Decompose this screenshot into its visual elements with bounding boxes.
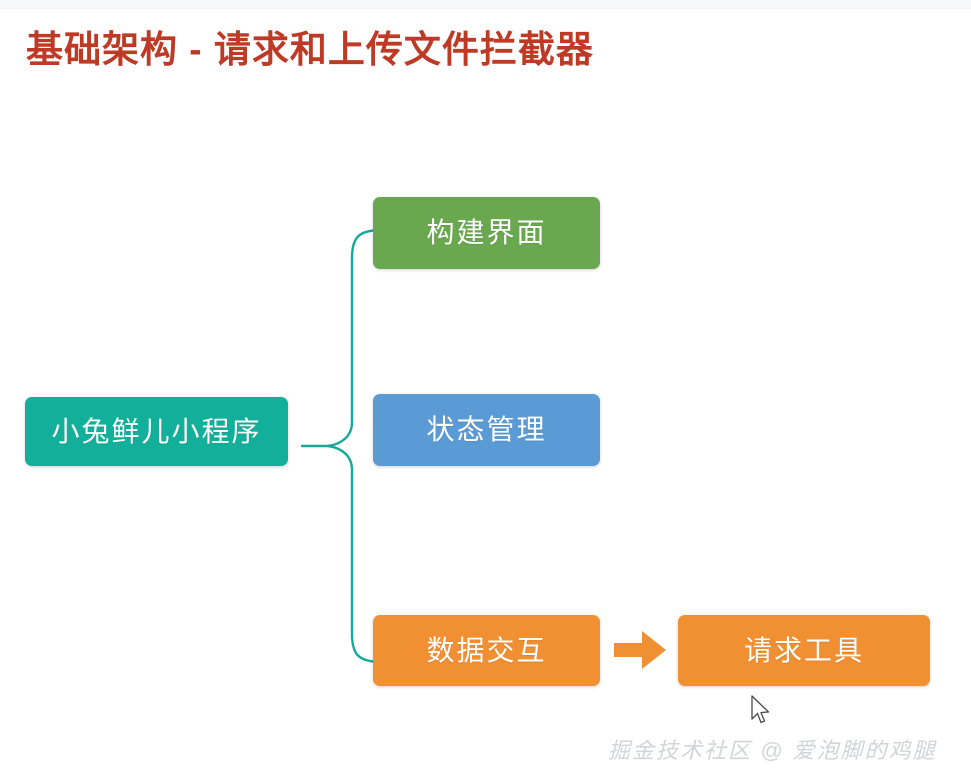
top-edge-band <box>0 0 971 9</box>
page-title: 基础架构 - 请求和上传文件拦截器 <box>26 29 594 70</box>
mouse-pointer-icon <box>751 695 770 724</box>
node-root-label: 小兔鲜儿小程序 <box>51 415 262 447</box>
node-branch-build-ui[interactable]: 构建界面 <box>373 197 600 269</box>
curly-brace-connector <box>300 228 384 664</box>
node-branch-build-ui-label: 构建界面 <box>426 217 547 248</box>
node-leaf-request-tool-label: 请求工具 <box>743 634 864 666</box>
node-branch-state-management[interactable]: 状态管理 <box>373 394 600 466</box>
node-leaf-request-tool[interactable]: 请求工具 <box>678 615 930 686</box>
node-branch-data-interaction-label: 数据交互 <box>426 634 547 666</box>
right-arrow-icon <box>614 631 666 669</box>
node-root-miniprogram[interactable]: 小兔鲜儿小程序 <box>25 397 288 466</box>
node-branch-data-interaction[interactable]: 数据交互 <box>373 615 600 686</box>
watermark-text: 掘金技术社区 @ 爱泡脚的鸡腿 <box>608 738 937 763</box>
node-branch-state-management-label: 状态管理 <box>426 414 547 445</box>
